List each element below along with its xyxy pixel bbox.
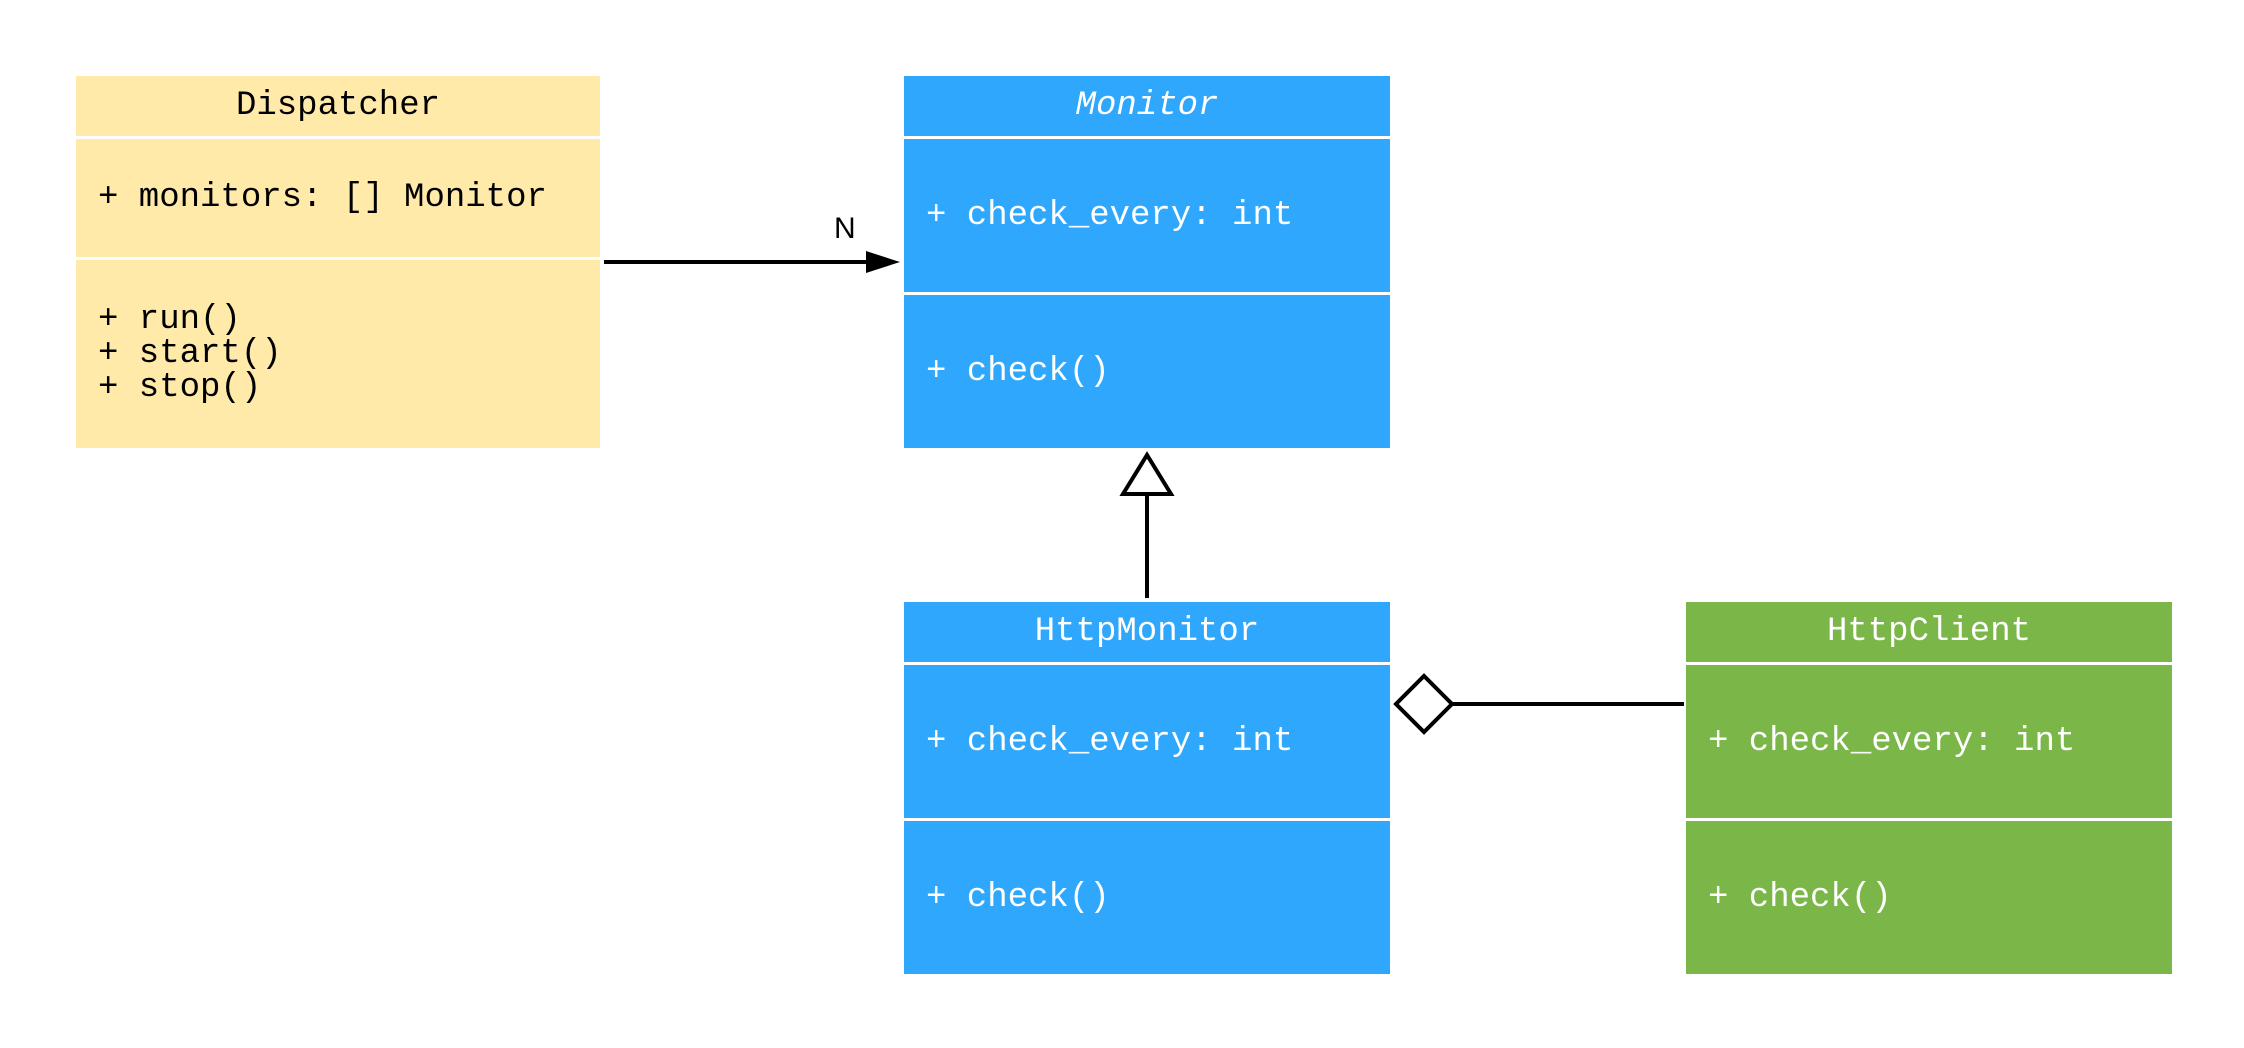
generalization-arrow[interactable]	[1119, 451, 1175, 598]
section-divider	[904, 292, 1390, 295]
class-name-text: HttpMonitor	[1034, 613, 1260, 651]
operations-section: + run() + start() + stop()	[76, 260, 600, 448]
section-divider	[904, 136, 1390, 139]
operation: + check()	[926, 878, 1110, 917]
attribute: + monitors: [] Monitor	[98, 179, 547, 217]
class-name: Monitor	[904, 76, 1390, 136]
class-name-text: HttpClient	[1826, 613, 2032, 651]
section-divider	[76, 257, 600, 260]
section-divider	[1686, 818, 2172, 821]
operation: + check()	[926, 352, 1110, 391]
section-divider	[1686, 662, 2172, 665]
hollow-triangle-icon	[1119, 451, 1175, 496]
class-monitor[interactable]: Monitor + check_every: int + check()	[904, 76, 1390, 448]
attributes-section: + check_every: int	[1686, 665, 2172, 818]
operations-section: + check()	[904, 295, 1390, 448]
class-httpclient[interactable]: HttpClient + check_every: int + check()	[1686, 602, 2172, 974]
operation: + start()	[98, 335, 282, 373]
aggregation-connector[interactable]	[1393, 673, 1684, 735]
operation: + stop()	[98, 369, 262, 407]
class-dispatcher[interactable]: Dispatcher + monitors: [] Monitor + run(…	[76, 76, 600, 448]
operation: + check()	[1708, 878, 1892, 917]
class-name-text: Dispatcher	[235, 87, 441, 125]
operations-section: + check()	[904, 821, 1390, 974]
hollow-diamond-icon	[1393, 673, 1455, 735]
class-name: HttpClient	[1686, 602, 2172, 662]
class-name: Dispatcher	[76, 76, 600, 136]
multiplicity-label: N	[834, 212, 856, 245]
attribute: + check_every: int	[926, 196, 1294, 235]
arrowhead-icon	[866, 251, 900, 273]
class-name-text: Monitor	[1075, 87, 1219, 125]
section-divider	[904, 662, 1390, 665]
operation: + run()	[98, 301, 241, 339]
class-name: HttpMonitor	[904, 602, 1390, 662]
attribute: + check_every: int	[926, 722, 1294, 761]
attributes-section: + check_every: int	[904, 139, 1390, 292]
attributes-section: + check_every: int	[904, 665, 1390, 818]
section-divider	[76, 136, 600, 139]
operations-section: + check()	[1686, 821, 2172, 974]
class-httpmonitor[interactable]: HttpMonitor + check_every: int + check()	[904, 602, 1390, 974]
attribute: + check_every: int	[1708, 722, 2076, 761]
section-divider	[904, 818, 1390, 821]
attributes-section: + monitors: [] Monitor	[76, 139, 600, 257]
association-arrow[interactable]	[604, 251, 900, 273]
